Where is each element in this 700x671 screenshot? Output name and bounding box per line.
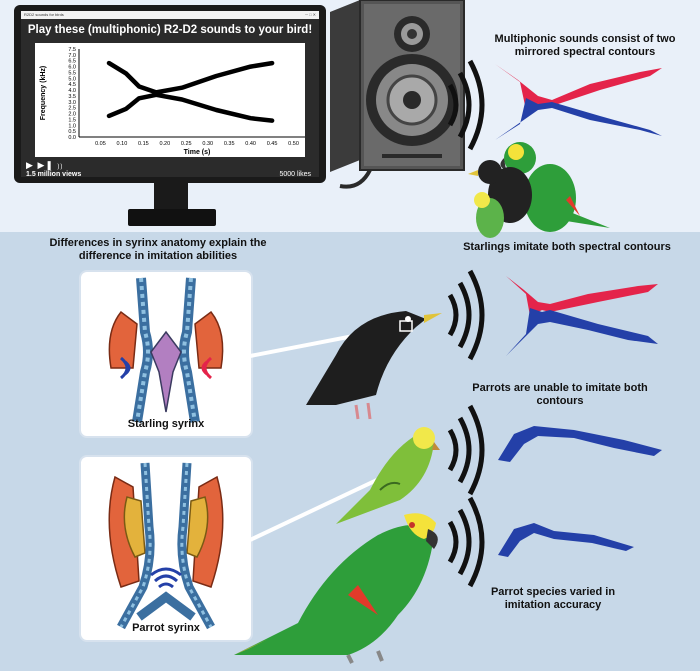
birds-group-illustration	[468, 142, 610, 238]
y-tick-label: 1.5	[68, 117, 76, 123]
y-axis-label: Frequency (kHz)	[40, 66, 47, 120]
sound-wave-icon	[447, 404, 485, 496]
like-count[interactable]: 5000 likes	[279, 171, 311, 178]
monitor: R2D2 sounds for birds ─ □ ✕ Play these (…	[14, 5, 326, 183]
caption-parrots-unable: Parrots are unable to imitate both conto…	[472, 382, 648, 407]
speaker-icon	[330, 0, 465, 189]
caption-syrinx-explain: Differences in syrinx anatomy explain th…	[49, 237, 267, 262]
player-controls: ▶ ▶❚ ))	[26, 161, 63, 172]
y-tick-label: 3.0	[68, 100, 76, 106]
x-tick-label: 0.10	[117, 141, 128, 147]
x-tick-label: 0.45	[267, 141, 278, 147]
y-tick-label: 2.0	[68, 112, 76, 118]
x-tick-label: 0.35	[224, 141, 235, 147]
spectral-contour-lower	[106, 92, 275, 123]
x-tick-label: 0.05	[95, 141, 106, 147]
parrot-syrinx-label: Parrot syrinx	[132, 622, 200, 634]
video-title: Play these (multiphonic) R2-D2 sounds to…	[27, 24, 313, 36]
monitor-stand	[154, 183, 188, 209]
y-tick-label: 7.0	[68, 53, 76, 59]
y-tick-label: 4.0	[68, 88, 76, 94]
sound-wave-icon	[447, 59, 485, 151]
browser-bar: R2D2 sounds for birds ─ □ ✕	[21, 11, 319, 19]
starling-syrinx-diagram	[108, 277, 224, 423]
y-tick-label: 1.0	[68, 123, 76, 129]
y-tick-label: 5.0	[68, 76, 76, 82]
x-tick-label: 0.20	[159, 141, 170, 147]
y-tick-label: 6.5	[68, 59, 76, 65]
volume-icon[interactable]: ))	[57, 164, 64, 170]
x-tick-label: 0.25	[181, 141, 192, 147]
x-tick-label: 0.40	[245, 141, 256, 147]
x-tick-label: 0.15	[138, 141, 149, 147]
y-tick-label: 7.5	[68, 47, 76, 53]
starling-syrinx-panel: Starling syrinx	[79, 270, 253, 438]
window-buttons[interactable]: ─ □ ✕	[305, 12, 316, 17]
parrot-syrinx-panel: Parrot syrinx	[79, 455, 253, 642]
monitor-base	[128, 209, 216, 226]
y-tick-label: 2.5	[68, 106, 76, 112]
parrot-syrinx-diagram	[108, 462, 224, 630]
y-tick-label: 4.5	[68, 82, 76, 88]
amazon-parrot-illustration	[234, 513, 438, 664]
spectrogram-chart: 0.00.51.01.52.02.53.03.54.04.55.05.56.06…	[40, 47, 305, 156]
y-tick-label: 3.5	[68, 94, 76, 100]
x-tick-label: 0.50	[288, 141, 299, 147]
y-tick-label: 5.5	[68, 70, 76, 76]
caption-starlings: Starlings imitate both spectral contours	[463, 241, 671, 253]
starling-syrinx-label: Starling syrinx	[127, 418, 205, 430]
budgie-contour-graphic	[498, 426, 662, 462]
spectral-contour-upper	[106, 60, 275, 95]
y-tick-label: 0.5	[68, 129, 76, 135]
y-tick-label: 6.0	[68, 65, 76, 71]
x-tick-label: 0.30	[202, 141, 213, 147]
starling-illustration	[306, 311, 442, 420]
y-tick-label: 0.0	[68, 135, 76, 141]
caption-parrot-species: Parrot species varied in imitation accur…	[490, 586, 616, 611]
tab-title[interactable]: R2D2 sounds for birds	[24, 12, 64, 17]
view-count: 1.5 million views	[26, 171, 82, 178]
sound-wave-icon	[447, 496, 485, 588]
sound-wave-icon	[447, 269, 485, 361]
skip-icon[interactable]: ▶❚	[37, 160, 54, 170]
parrot-contour-graphic	[498, 523, 634, 557]
caption-multiphonic: Multiphonic sounds consist of two mirror…	[494, 33, 676, 58]
x-axis-label: Time (s)	[184, 149, 211, 156]
budgie-illustration	[336, 427, 440, 524]
starling-contour-graphic	[506, 276, 658, 356]
video-player[interactable]: R2D2 sounds for birds ─ □ ✕ Play these (…	[21, 11, 319, 178]
play-icon[interactable]: ▶	[26, 160, 34, 170]
multiphonic-contour-graphic	[495, 64, 662, 140]
